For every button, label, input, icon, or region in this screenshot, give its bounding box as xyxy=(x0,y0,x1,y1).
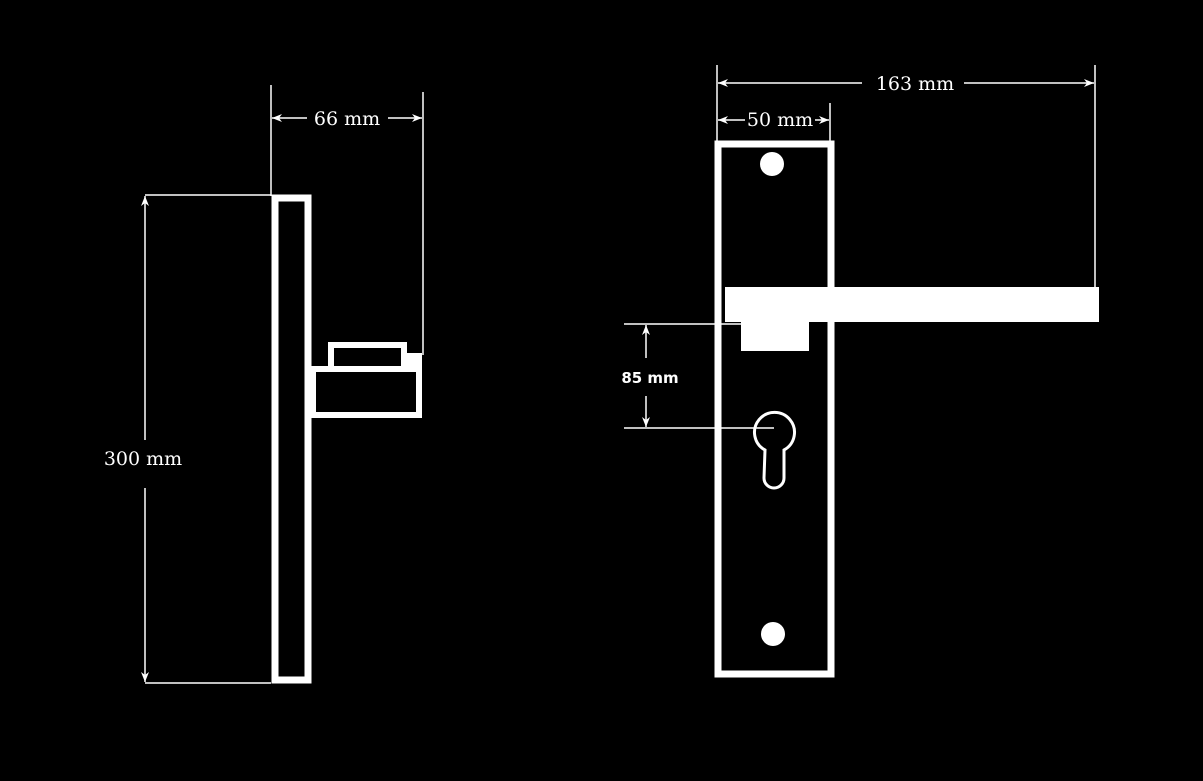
side-lever-top xyxy=(328,342,407,372)
side-lever-base xyxy=(310,366,422,418)
label-50mm: 50 mm xyxy=(747,109,813,131)
dimension-50mm: 50 mm xyxy=(718,103,831,141)
screw-hole-bottom xyxy=(761,622,785,646)
side-lever-cap xyxy=(404,353,422,370)
lever-neck xyxy=(741,320,809,351)
dimension-300mm: 300 mm xyxy=(104,194,271,684)
keyhole xyxy=(753,410,796,490)
label-163mm: 163 mm xyxy=(876,73,954,95)
dimension-66mm: 66 mm xyxy=(270,85,424,355)
side-view: 66 mm 300 mm xyxy=(104,85,424,684)
dimension-163mm: 163 mm xyxy=(716,65,1096,287)
front-view: 163 mm 50 mm 85 mm xyxy=(621,65,1099,678)
lever-arm xyxy=(725,287,1099,322)
label-85mm: 85 mm xyxy=(621,369,678,387)
front-plate xyxy=(714,140,835,678)
side-plate xyxy=(271,194,312,684)
label-300mm: 300 mm xyxy=(104,448,182,470)
label-66mm: 66 mm xyxy=(314,108,380,130)
screw-hole-top xyxy=(760,152,784,176)
dimension-85mm: 85 mm xyxy=(621,323,774,429)
